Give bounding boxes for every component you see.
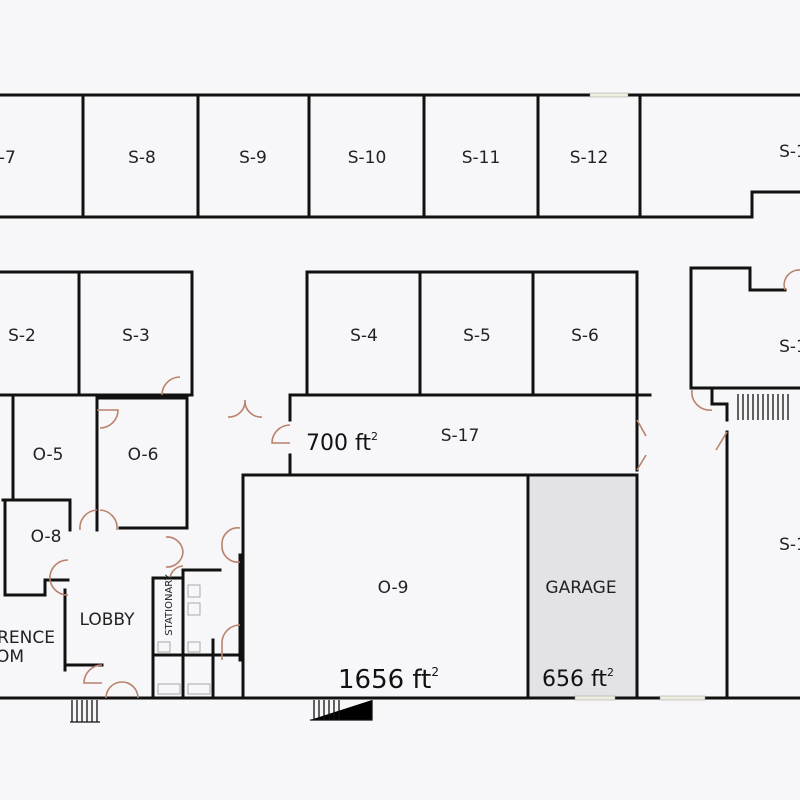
room-label-o5: O-5 [33, 445, 64, 465]
room-label-s10: S-10 [348, 148, 387, 168]
doors [49, 269, 800, 699]
area-garage: 656 ft2 [542, 666, 614, 692]
window [659, 695, 706, 701]
room-label-mid-right: S-1 [779, 337, 800, 357]
room-label-s5: S-5 [463, 326, 491, 346]
room-label-s17: S-17 [441, 426, 480, 446]
area-o9: 1656 ft2 [338, 665, 439, 695]
room-label-s11: S-11 [462, 148, 501, 168]
room-label-top-right: S-1 [779, 142, 800, 162]
room-label-lobby: LOBBY [79, 610, 135, 630]
restroom-fixtures [157, 584, 211, 695]
stairs [70, 394, 789, 723]
room-label-s6: S-6 [571, 326, 599, 346]
room-label-conference-2: OM [0, 647, 24, 667]
window [574, 695, 616, 701]
room-label-o8: O-8 [31, 527, 62, 547]
window [589, 92, 629, 98]
room-label-s2: S-2 [8, 326, 36, 346]
room-label-conference-1: RENCE [0, 628, 55, 648]
room-label-s3: S-3 [122, 326, 150, 346]
room-label-o6: O-6 [128, 445, 159, 465]
room-label-s8: S-8 [128, 148, 156, 168]
area-s17: 700 ft2 [306, 430, 378, 456]
room-label-s4: S-4 [350, 326, 378, 346]
room-label-s7: S-7 [0, 148, 16, 168]
garage-fill [530, 475, 637, 698]
room-label-bottom-right: S-1 [779, 535, 800, 555]
room-label-s9: S-9 [239, 148, 267, 168]
room-label-s12: S-12 [570, 148, 609, 168]
room-label-stationary: STATIONARY [164, 573, 175, 635]
walls [0, 93, 800, 700]
room-label-garage: GARAGE [545, 578, 616, 598]
room-label-o9: O-9 [378, 578, 409, 598]
